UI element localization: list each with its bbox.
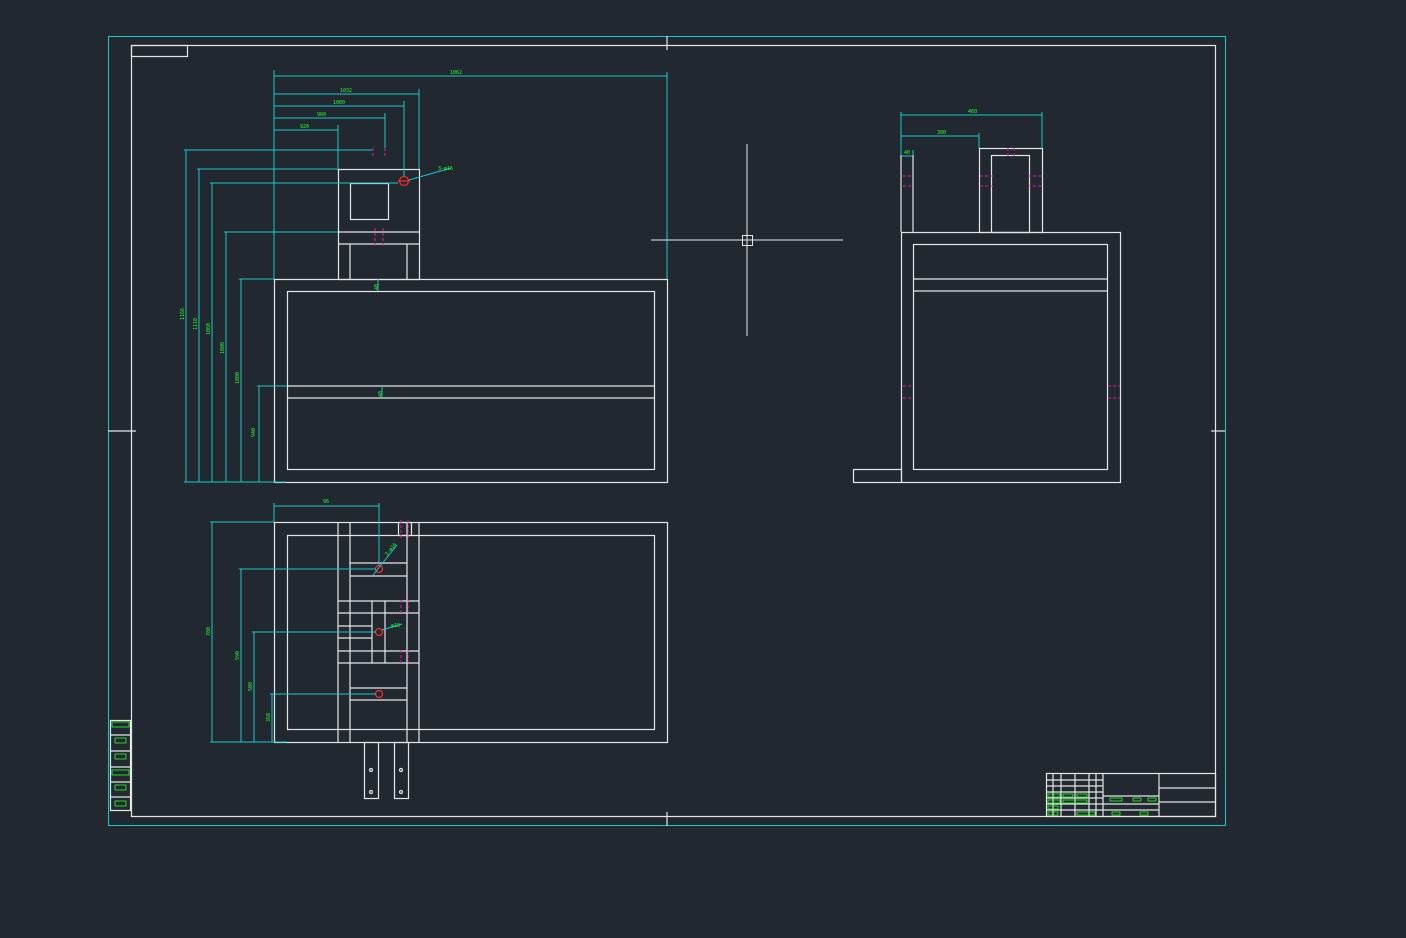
dim-text: 40 [904, 150, 910, 156]
strip-label-bar [114, 753, 127, 760]
member-label: 40 [374, 284, 380, 290]
dim-text: 96 [323, 499, 329, 505]
left-revision-strip [109, 719, 132, 812]
title-cell-text [1047, 793, 1061, 798]
leader-line [372, 544, 398, 576]
title-cell-text [1047, 805, 1059, 810]
corner-code-box [130, 44, 189, 58]
tab-hole [398, 789, 404, 795]
side-tower-outer [978, 147, 1044, 234]
title-block [1045, 772, 1217, 818]
tab-hole [368, 767, 374, 773]
title-cell-text [1147, 797, 1157, 802]
dim-text: 590 [235, 651, 241, 660]
hole-circle [374, 564, 384, 574]
side-tower-inner [990, 154, 1031, 234]
front-frame-outer [273, 278, 669, 484]
dim-text: 1110 [193, 318, 199, 330]
dim-text: 500 [248, 682, 254, 691]
tab-hole [368, 789, 374, 795]
side-view: 460 300 40 [852, 109, 1122, 484]
crosshair-cursor-icon [651, 144, 843, 336]
top-leg-tab [363, 741, 380, 800]
title-cell-text [1047, 811, 1059, 816]
dim-text: 1060 [206, 323, 212, 335]
strip-label-bar [114, 737, 127, 744]
leader-label: 3-φ16 [384, 542, 398, 557]
inner-frame-border [130, 44, 1217, 818]
title-cell-text [1139, 811, 1149, 816]
leader-line [408, 167, 452, 181]
dim-text: 1032 [340, 88, 352, 94]
strip-label-bar [111, 721, 130, 728]
top-view: 3-φ16 φ16 96 780 590 500 350 [206, 499, 669, 800]
strip-label-bar [114, 784, 127, 791]
dim-text: 780 [206, 627, 212, 636]
top-leg-tab [393, 741, 410, 800]
dim-text: 1166 [180, 308, 186, 320]
title-cell-text [1076, 811, 1096, 816]
title-cell-text [1132, 797, 1142, 802]
tab-hole [398, 767, 404, 773]
top-bracket [397, 521, 413, 537]
front-tower-outer [337, 168, 421, 281]
title-cell-text [1047, 799, 1061, 804]
dim-text: 920 [300, 124, 309, 130]
front-tower-window [349, 182, 390, 221]
side-frame-outer [900, 231, 1122, 484]
front-view: 3-φ16 1062 1032 1000 960 920 1166 1110 [180, 70, 669, 484]
dim-text: 350 [266, 713, 272, 722]
leader-label: φ16 [391, 623, 400, 629]
dim-text: 1000 [333, 100, 345, 106]
strip-frame [109, 719, 132, 812]
dim-text: 940 [251, 428, 257, 437]
side-frame-inner [912, 243, 1109, 471]
hole-circle [374, 689, 384, 699]
leader-line [381, 623, 403, 631]
side-foot [852, 468, 903, 484]
title-cell-text [1111, 811, 1121, 816]
dim-text: 300 [937, 130, 946, 136]
member-label: 40 [378, 391, 384, 397]
title-cell-text [1109, 797, 1123, 802]
title-cell-text [1076, 793, 1088, 798]
title-cell-text [1062, 799, 1088, 804]
dim-text: 460 [968, 109, 977, 115]
dim-text: 960 [317, 112, 326, 118]
dim-text: 1000 [220, 342, 226, 354]
drawing-border [108, 36, 1226, 826]
crosshair-pickbox [742, 235, 753, 246]
strip-label-bar [114, 800, 127, 807]
front-frame-inner [286, 290, 656, 471]
dim-text: 1000 [235, 372, 241, 384]
strip-label-bar [111, 769, 130, 776]
title-block-frame [1045, 772, 1217, 818]
hole-circle [374, 627, 384, 637]
leader-label: 3-φ16 [438, 166, 453, 172]
title-cell-text [1062, 793, 1074, 798]
dim-text: 1062 [450, 70, 462, 76]
